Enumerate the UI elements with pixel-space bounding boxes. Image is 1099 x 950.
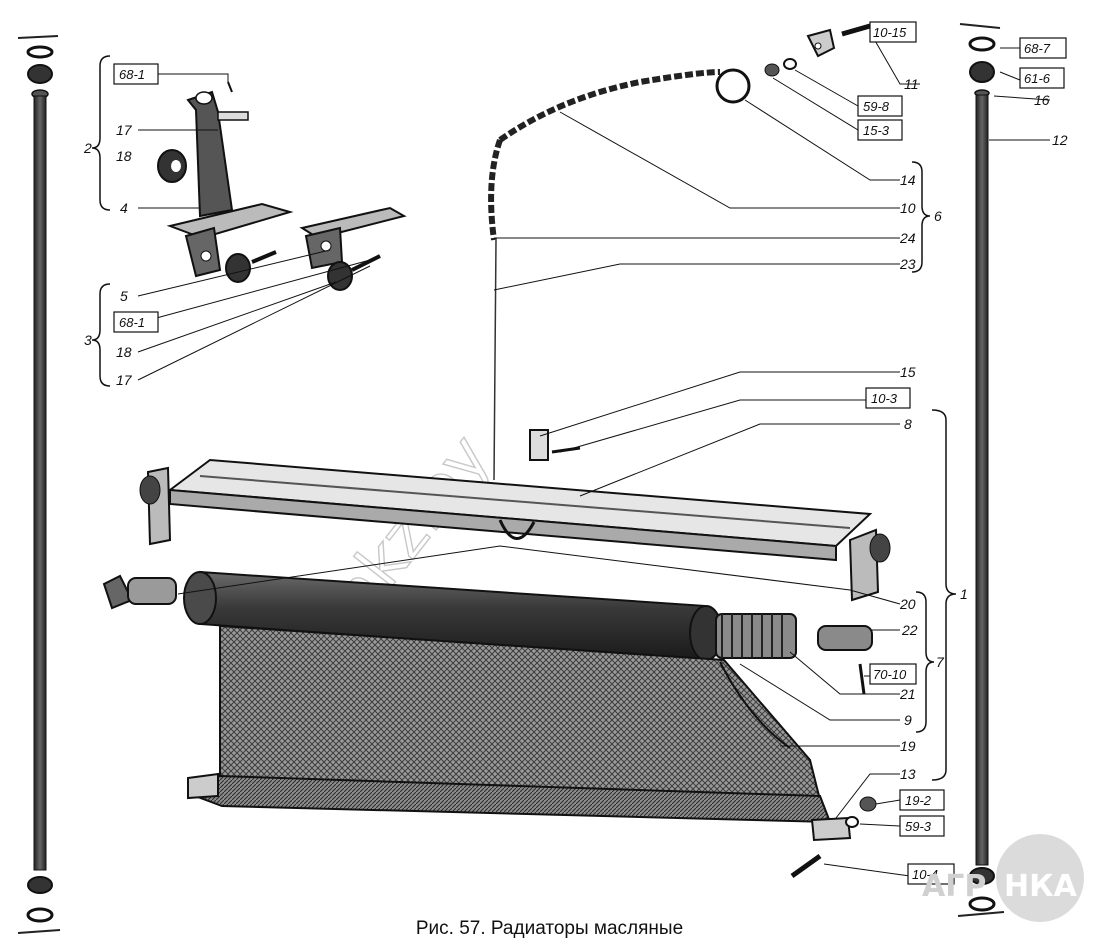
ref-59-8: 59-8 — [863, 99, 890, 114]
figure-caption: Рис. 57. Радиаторы масляные — [415, 918, 684, 939]
label-11: 11 — [904, 76, 919, 92]
label-12: 12 — [1052, 132, 1068, 148]
clamp-8 — [529, 429, 581, 461]
label-20: 20 — [899, 596, 916, 612]
label-8: 8 — [904, 416, 912, 432]
label-6: 6 — [934, 208, 942, 224]
logo-text-right: НКА — [1004, 869, 1078, 904]
label-21: 21 — [899, 686, 916, 702]
label-17-upper: 17 — [116, 122, 133, 138]
label-16: 16 — [1034, 92, 1050, 108]
label-24: 24 — [899, 230, 916, 246]
ref-19-2: 19-2 — [905, 793, 932, 808]
ref-68-7: 68-7 — [1024, 41, 1051, 56]
left-rod — [17, 35, 61, 934]
label-18-lower: 18 — [116, 344, 132, 360]
label-4: 4 — [120, 200, 128, 216]
ref-68-1-top: 68-1 — [119, 67, 145, 82]
label-18-upper: 18 — [116, 148, 132, 164]
label-23: 23 — [899, 256, 916, 272]
group-braces — [91, 55, 957, 781]
radiator-blind-19 — [187, 624, 877, 879]
ref-10-3: 10-3 — [871, 391, 898, 406]
bracket-assembly-2 — [157, 81, 294, 283]
leader-lines — [137, 31, 1051, 877]
logo-text-left: АГР — [922, 869, 986, 904]
label-22: 22 — [901, 622, 918, 638]
label-15: 15 — [900, 364, 916, 380]
ref-10-15: 10-15 — [873, 25, 907, 40]
top-rail-frame — [139, 458, 891, 602]
label-2: 2 — [83, 140, 92, 156]
label-3: 3 — [84, 332, 92, 348]
ref-15-3: 15-3 — [863, 123, 890, 138]
label-14: 14 — [900, 172, 916, 188]
agronka-logo: АГР НКА — [922, 834, 1084, 922]
ref-61-6: 61-6 — [1024, 71, 1051, 86]
label-9: 9 — [904, 712, 912, 728]
label-7: 7 — [936, 654, 945, 670]
ref-59-3: 59-3 — [905, 819, 932, 834]
label-10: 10 — [900, 200, 916, 216]
ref-68-1-mid: 68-1 — [119, 315, 145, 330]
right-rod-12 — [957, 23, 1005, 917]
label-13: 13 — [900, 766, 916, 782]
roller-assembly-7 — [102, 570, 873, 695]
ref-70-10: 70-10 — [873, 667, 907, 682]
label-17-lower: 17 — [116, 372, 133, 388]
label-1: 1 — [960, 586, 968, 602]
ref-10-4: 10-4 — [912, 867, 938, 882]
chain-assembly-6 — [488, 23, 871, 481]
bracket-assembly-3 — [299, 206, 407, 291]
label-19: 19 — [900, 738, 916, 754]
label-5: 5 — [120, 288, 128, 304]
